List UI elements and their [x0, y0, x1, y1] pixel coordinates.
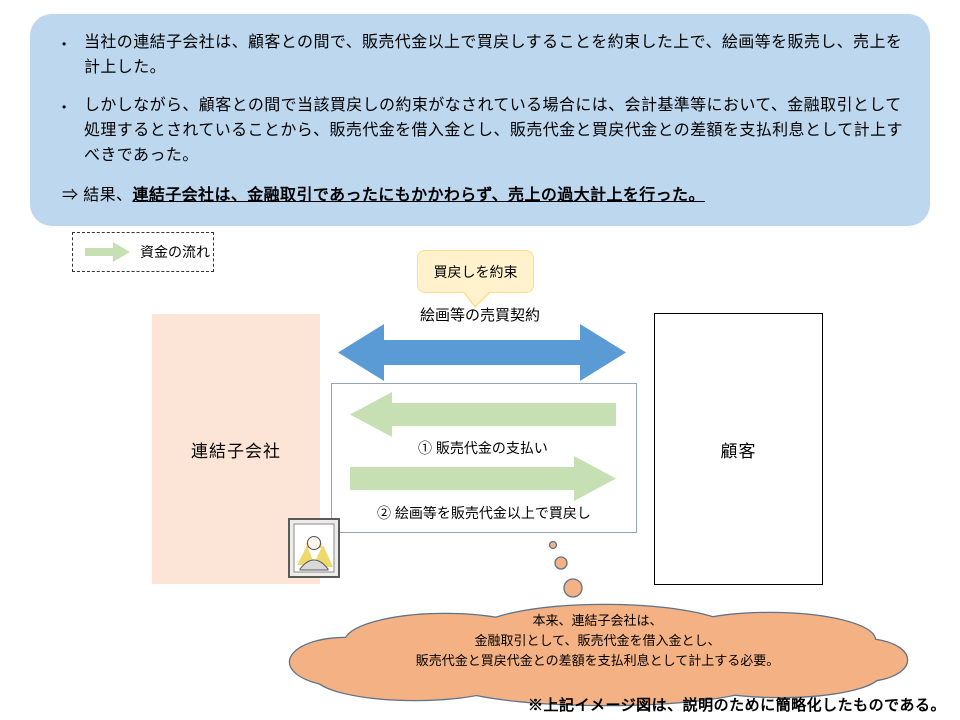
- customer-box: 顧客: [654, 313, 823, 585]
- thought-trail-icon: [548, 540, 583, 598]
- painting-icon: [288, 518, 340, 578]
- summary-bullet-2-text: しかしながら、顧客との間で当該買戻しの約束がなされている場合には、会計基準等にお…: [84, 97, 903, 164]
- repurchase-callout-tail: [463, 292, 491, 309]
- bullet-icon: •: [62, 100, 67, 114]
- conclusion-prefix: ⇒ 結果、: [62, 187, 133, 204]
- cloud-line-2: 金融取引として、販売代金を借入金とし、: [474, 633, 721, 648]
- repurchase-callout-text: 買戻しを約束: [433, 263, 518, 280]
- cloud-text: 本来、連結子会社は、 金融取引として、販売代金を借入金とし、 販売代金と買戻代金…: [285, 611, 910, 671]
- conclusion-emphasis: 連結子会社は、金融取引であったにもかかわらず、売上の過大計上を行った。: [132, 187, 705, 204]
- flow1-label: ① 販売代金の支払い: [418, 440, 548, 456]
- cloud-line-3: 販売代金と買戻代金との差額を支払利息として計上する必要。: [415, 653, 780, 668]
- summary-bullet-1-text: 当社の連結子会社は、顧客との間で、販売代金以上で買戻しすることを約束した上で、絵…: [84, 34, 903, 76]
- flow2-label: ② 絵画等を販売代金以上で買戻し: [377, 505, 591, 521]
- flow-legend-arrow-icon: [85, 242, 130, 262]
- footnote: ※上記イメージ図は、説明のために簡略化したものである。: [527, 697, 946, 714]
- subsidiary-label: 連結子会社: [191, 441, 281, 461]
- payment-arrow-left-icon: [350, 392, 616, 437]
- bullet-icon: •: [62, 37, 67, 51]
- legend-box: 資金の流れ: [72, 232, 214, 272]
- contract-label: 絵画等の売買契約: [419, 307, 540, 324]
- contract-double-arrow-icon: [338, 324, 626, 381]
- customer-label: 顧客: [720, 441, 757, 461]
- summary-panel: • 当社の連結子会社は、顧客との間で、販売代金以上で買戻しすることを約束した上で…: [30, 14, 930, 226]
- summary-bullet-2: • しかしながら、顧客との間で当該買戻しの約束がなされている場合には、会計基準等…: [62, 93, 904, 168]
- conclusion-line: ⇒ 結果、連結子会社は、金融取引であったにもかかわらず、売上の過大計上を行った。: [62, 183, 904, 208]
- legend-label: 資金の流れ: [140, 244, 210, 260]
- repurchase-arrow-right-icon: [350, 456, 616, 501]
- cloud-line-1: 本来、連結子会社は、: [532, 613, 663, 628]
- repurchase-callout: 買戻しを約束: [417, 250, 534, 293]
- summary-bullet-1: • 当社の連結子会社は、顧客との間で、販売代金以上で買戻しすることを約束した上で…: [62, 30, 904, 80]
